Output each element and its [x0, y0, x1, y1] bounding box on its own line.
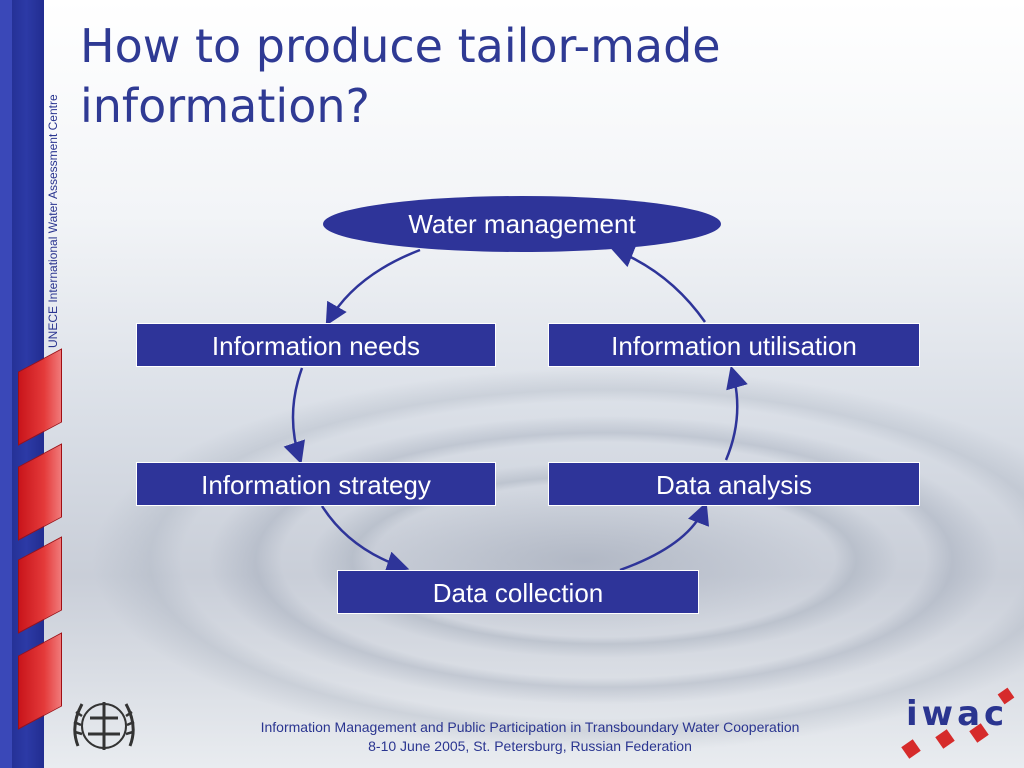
node-information-strategy: Information strategy [136, 462, 496, 506]
iwac-logo-marks [901, 687, 1015, 759]
footer: Information Management and Public Partic… [170, 718, 890, 756]
sidebar-strip [0, 0, 12, 768]
iwac-logo-text: iwac [906, 694, 1009, 734]
footer-line-1: Information Management and Public Partic… [260, 719, 800, 735]
arrow-utilisation-to-water [610, 246, 707, 323]
water-background [44, 0, 1024, 768]
node-information-utilisation: Information utilisation [548, 323, 920, 367]
page-title: How to produce tailor-made information? [80, 19, 721, 133]
node-data-collection: Data collection [337, 570, 699, 614]
un-emblem-icon [64, 688, 144, 760]
arrow-strategy-to-collection [320, 505, 410, 574]
arrow-water-to-needs [325, 248, 421, 326]
node-data-analysis: Data analysis [548, 462, 920, 506]
footer-line-2: 8-10 June 2005, St. Petersburg, Russian … [368, 738, 692, 754]
node-information-needs: Information needs [136, 323, 496, 367]
arrow-needs-to-strategy [283, 367, 305, 465]
arrow-collection-to-analysis [619, 501, 710, 572]
iwac-logo: iwac [900, 684, 1018, 764]
arrow-analysis-to-utilisation [724, 365, 748, 461]
node-water-management: Water management [323, 196, 721, 252]
